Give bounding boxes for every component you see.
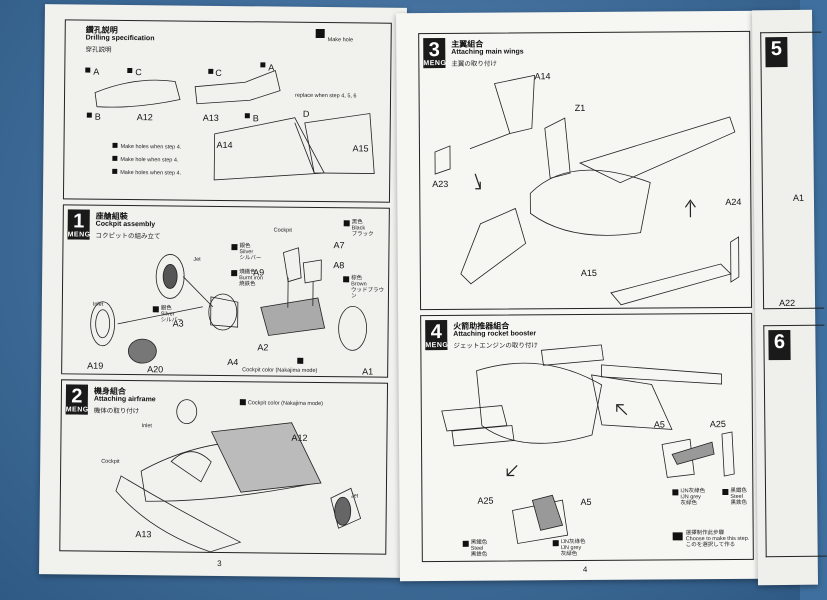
step2-cockpit-color-label: Cockpit color (Nakajima mode) <box>247 400 324 408</box>
step1-part-a1: A1 <box>362 366 374 377</box>
step4-part-a25-1: A25 <box>709 419 726 430</box>
step5-panel-edge: 5 A1 A22 <box>760 31 825 310</box>
drill-part-b2: B <box>252 113 259 124</box>
step3-diagram <box>419 32 751 309</box>
drill-part-a15: A15 <box>352 143 369 154</box>
next-part-a1: A1 <box>792 192 805 203</box>
drill-part-a14: A14 <box>216 139 233 151</box>
step1-diagram <box>62 220 389 364</box>
step1-part-a4: A4 <box>227 357 239 368</box>
drill-part-a1: A <box>93 66 100 77</box>
step4-part-a5-1: A5 <box>653 419 665 430</box>
step2-part-a13: A13 <box>135 529 152 540</box>
drill-part-c1: C <box>135 67 142 78</box>
step6-panel-edge: 6 <box>763 324 827 558</box>
step2-diagram <box>60 399 387 553</box>
step6-number: 6 <box>768 329 791 361</box>
step1-part-a2: A2 <box>257 342 269 353</box>
drilling-diagram <box>85 62 391 201</box>
instruction-page-next: 5 A1 A22 6 <box>751 9 827 586</box>
drill-note-1: Make holes when step 4. <box>120 143 182 151</box>
drill-part-c2: C <box>215 67 222 78</box>
drill-note-3: Make holes when step 4. <box>120 169 182 177</box>
step4-part-a25-2: A25 <box>477 495 494 506</box>
page-number-right: 4 <box>582 564 588 575</box>
step3-part-a14: A14 <box>534 71 551 82</box>
step2-inlet-label: Inlet <box>141 423 153 430</box>
drilling-spec-panel: 鑽孔説明 Drilling specification 穿孔説明 Make ho… <box>62 19 392 203</box>
next-part-a22: A22 <box>779 297 796 309</box>
step1-part-a20: A20 <box>147 364 164 375</box>
drill-part-a2: A <box>268 62 275 73</box>
step3-part-a24: A24 <box>725 196 742 208</box>
drill-part-d: D <box>302 108 310 119</box>
step1-part-a19: A19 <box>87 360 104 371</box>
drill-part-a13: A13 <box>202 112 219 123</box>
step1-jet-label: Jet <box>193 256 201 263</box>
step2-cockpit-label: Cockpit <box>101 458 120 465</box>
drill-replace-note: replace when step 4, 5, 6 <box>295 92 357 100</box>
step2-jet-label: Jet <box>350 493 359 500</box>
drill-part-b1: B <box>94 111 101 122</box>
step1-part-a7: A7 <box>333 240 345 251</box>
step3-part-a23: A23 <box>432 178 449 190</box>
step1-cockpit-label: Cockpit <box>273 227 293 234</box>
step4-diagram <box>421 314 753 547</box>
instruction-page-left: 鑽孔説明 Drilling specification 穿孔説明 Make ho… <box>39 4 407 578</box>
step1-inlet-label: Inlet <box>92 301 104 308</box>
step1-part-a8: A8 <box>333 260 345 271</box>
step3-part-a15: A15 <box>580 267 597 279</box>
drill-note-2: Make hole when step 4. <box>120 156 179 164</box>
step2-part-a12: A12 <box>291 432 308 443</box>
step5-number: 5 <box>765 36 788 68</box>
step4-part-a5-2: A5 <box>580 496 592 508</box>
step1-cockpit-color-label: Cockpit color (Nakajima mode) <box>242 367 318 374</box>
drill-part-a12: A12 <box>136 112 153 123</box>
page-number-left: 3 <box>217 558 222 568</box>
step3-part-z1: Z1 <box>574 102 586 114</box>
